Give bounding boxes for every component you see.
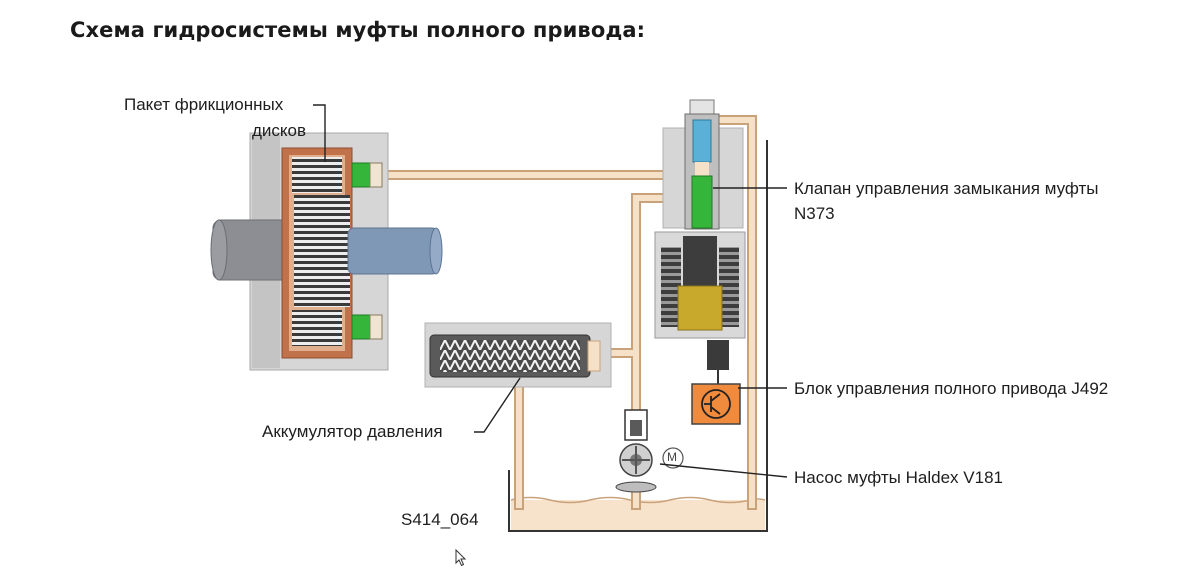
leader-lines	[313, 104, 788, 478]
valve-label-line2: N373	[794, 204, 835, 223]
pump-v181	[615, 409, 684, 493]
valve-n373	[654, 99, 746, 384]
accumulator-label: Аккумулятор давления	[262, 422, 443, 441]
clutch-assembly	[210, 132, 443, 371]
pump-label: Насос муфты Haldex V181	[794, 468, 1003, 487]
pressure-accumulator	[424, 322, 612, 388]
figure-code: S414_064	[401, 510, 479, 529]
friction-discs-label-line2: дисков	[251, 121, 306, 140]
transistor-icon	[701, 389, 731, 419]
friction-discs-bottom	[292, 310, 342, 346]
mouse-pointer-icon	[455, 549, 467, 567]
motor-icon	[662, 447, 684, 469]
friction-discs-label: Пакет фрикционных	[124, 95, 284, 114]
motor-symbol: M	[667, 450, 677, 464]
control-unit-label: Блок управления полного привода J492	[794, 379, 1109, 398]
friction-discs-top	[292, 157, 342, 193]
control-unit-j492	[691, 383, 741, 425]
diagram-title: Схема гидросистемы муфты полного привода…	[70, 18, 646, 42]
valve-label: Клапан управления замыкания муфты	[794, 179, 1099, 198]
